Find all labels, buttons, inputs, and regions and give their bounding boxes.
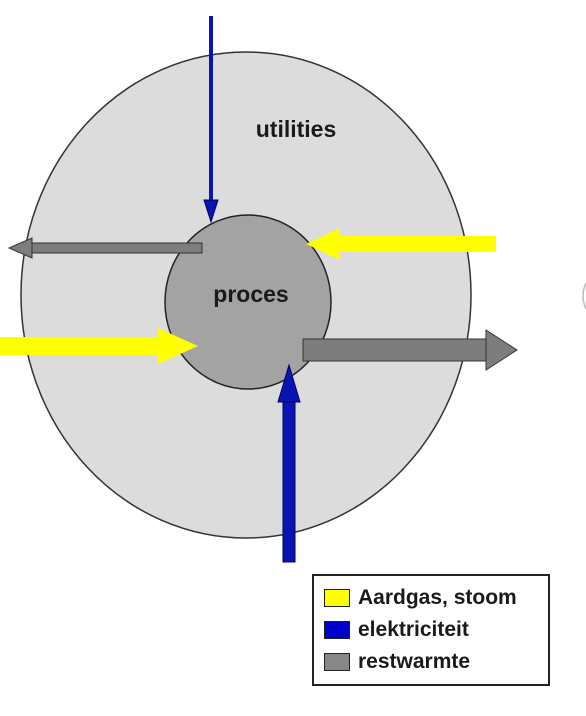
legend-item-heat: restwarmte <box>324 646 548 678</box>
utilities-label: utilities <box>256 116 337 142</box>
gas-arrow-in-right <box>306 228 496 260</box>
process-circle <box>164 214 332 390</box>
heat-arrow-out-right <box>302 329 518 371</box>
legend-swatch-heat <box>324 653 350 671</box>
electricity-arrow-in-top <box>203 16 219 224</box>
process-label: proces <box>213 281 288 307</box>
heat-arrow-out-left <box>7 237 203 259</box>
legend-item-electricity: elektriciteit <box>324 614 548 646</box>
legend-label-heat: restwarmte <box>358 650 471 673</box>
legend-item-gas: Aardgas, stoom <box>324 582 548 614</box>
legend: Aardgas, stoom elektriciteit restwarmte <box>312 574 550 686</box>
gas-arrow-in-left <box>0 328 198 364</box>
legend-label-gas: Aardgas, stoom <box>358 586 517 609</box>
legend-swatch-electricity <box>324 621 350 639</box>
legend-label-electricity: elektriciteit <box>358 618 469 641</box>
electricity-arrow-in-bottom <box>277 363 301 563</box>
legend-swatch-gas <box>324 589 350 607</box>
edge-mark <box>582 282 586 310</box>
